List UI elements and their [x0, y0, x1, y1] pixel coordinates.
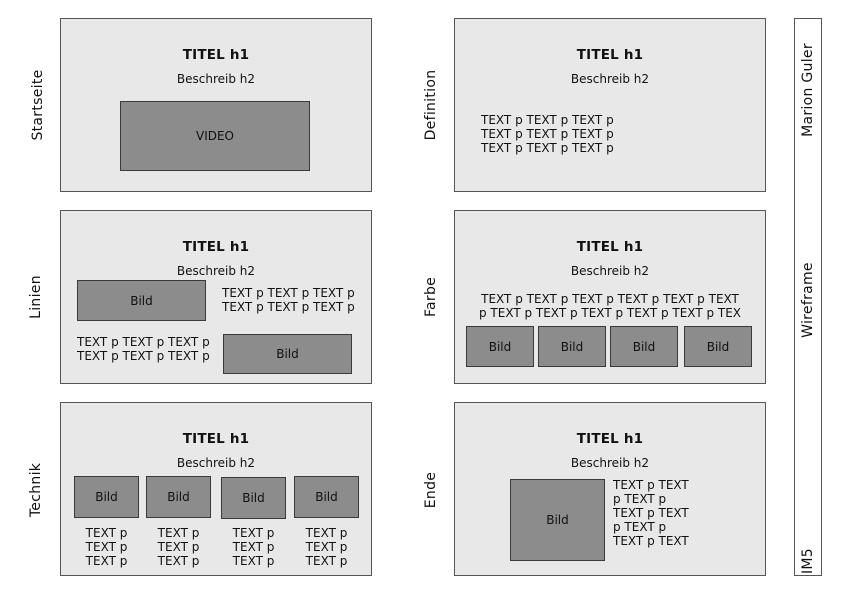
- video-placeholder: VIDEO: [120, 101, 310, 171]
- course-code: IM5: [800, 547, 816, 575]
- image-placeholder: Bild: [510, 479, 605, 561]
- strip-title: Wireframe: [800, 262, 816, 338]
- image-placeholder: Bild: [538, 326, 606, 367]
- panel-subtitle: Beschreib h2: [176, 456, 256, 470]
- panel-ende: TITEL h1 Beschreib h2 Bild TEXT p TEXT p…: [454, 402, 766, 576]
- image-placeholder: Bild: [77, 280, 206, 321]
- image-placeholder: Bild: [221, 477, 286, 519]
- text-line: TEXT p: [85, 526, 128, 540]
- text-line: TEXT p TEXT p TEXT p: [222, 300, 355, 314]
- panel-title: TITEL h1: [576, 47, 644, 63]
- text-block: TEXT p TEXT p TEXT p TEXT p TEXT p TEXT …: [481, 113, 614, 155]
- text-line: TEXT p: [232, 526, 275, 540]
- panel-subtitle: Beschreib h2: [570, 72, 650, 86]
- text-line: TEXT p TEXT: [613, 506, 689, 520]
- text-block-right: TEXT p TEXT p TEXT p TEXT p TEXT p TEXT …: [222, 286, 355, 314]
- text-line: TEXT p TEXT p TEXT p: [481, 113, 614, 127]
- side-label-technik: Technik: [28, 462, 44, 518]
- image-placeholder: Bild: [74, 476, 139, 518]
- panel-definition: TITEL h1 Beschreib h2 TEXT p TEXT p TEXT…: [454, 18, 766, 192]
- text-block: TEXT p TEXT p TEXT p TEXT p TEXT p TEXT …: [613, 478, 689, 548]
- panel-linien: TITEL h1 Beschreib h2 Bild TEXT p TEXT p…: [60, 210, 372, 384]
- text-line: TEXT p TEXT p TEXT p: [77, 349, 210, 363]
- text-line: TEXT p: [85, 554, 128, 568]
- text-line: TEXT p: [305, 526, 348, 540]
- text-block-left: TEXT p TEXT p TEXT p TEXT p TEXT p TEXT …: [77, 335, 210, 363]
- text-line: TEXT p: [157, 554, 200, 568]
- text-line: TEXT p: [232, 554, 275, 568]
- caption-block: TEXT p TEXT p TEXT p: [221, 526, 286, 568]
- panel-subtitle: Beschreib h2: [176, 72, 256, 86]
- caption-block: TEXT p TEXT p TEXT p: [146, 526, 211, 568]
- panel-startseite: TITEL h1 Beschreib h2 VIDEO: [60, 18, 372, 192]
- text-line: p TEXT p: [613, 520, 667, 534]
- info-strip: Marion Guler Wireframe IM5: [794, 18, 822, 576]
- text-line: TEXT p TEXT: [613, 478, 689, 492]
- panel-subtitle: Beschreib h2: [570, 456, 650, 470]
- side-label-linien: Linien: [28, 275, 44, 319]
- text-line: TEXT p TEXT p TEXT p: [481, 141, 614, 155]
- author-name: Marion Guler: [800, 43, 816, 137]
- side-label-farbe: Farbe: [423, 276, 439, 318]
- side-label-definition: Definition: [423, 69, 439, 141]
- panel-title: TITEL h1: [182, 47, 250, 63]
- text-line: TEXT p: [232, 540, 275, 554]
- panel-subtitle: Beschreib h2: [176, 264, 256, 278]
- caption-block: TEXT p TEXT p TEXT p: [74, 526, 139, 568]
- panel-subtitle: Beschreib h2: [570, 264, 650, 278]
- panel-title: TITEL h1: [182, 239, 250, 255]
- panel-title: TITEL h1: [182, 431, 250, 447]
- text-line: p TEXT p: [613, 492, 667, 506]
- panel-technik: TITEL h1 Beschreib h2 Bild Bild Bild Bil…: [60, 402, 372, 576]
- side-label-startseite: Startseite: [30, 69, 46, 141]
- text-line: TEXT p: [157, 540, 200, 554]
- image-placeholder: Bild: [223, 334, 352, 374]
- text-line: TEXT p TEXT p TEXT p: [222, 286, 355, 300]
- image-placeholder: Bild: [684, 326, 752, 367]
- image-placeholder: Bild: [466, 326, 534, 367]
- text-line: p TEXT p TEXT p TEXT p TEXT p TEXT p TEX: [478, 306, 742, 320]
- text-line: TEXT p: [305, 540, 348, 554]
- side-label-ende: Ende: [423, 471, 439, 509]
- image-placeholder: Bild: [146, 476, 211, 518]
- panel-title: TITEL h1: [576, 431, 644, 447]
- text-line: TEXT p TEXT p TEXT p: [481, 127, 614, 141]
- text-block: TEXT p TEXT p TEXT p TEXT p TEXT p TEXT …: [455, 292, 765, 320]
- image-placeholder: Bild: [294, 476, 359, 518]
- text-line: TEXT p TEXT: [613, 534, 689, 548]
- panel-farbe: TITEL h1 Beschreib h2 TEXT p TEXT p TEXT…: [454, 210, 766, 384]
- caption-block: TEXT p TEXT p TEXT p: [294, 526, 359, 568]
- text-line: TEXT p: [85, 540, 128, 554]
- text-line: TEXT p: [305, 554, 348, 568]
- text-line: TEXT p TEXT p TEXT p TEXT p TEXT p TEXT: [481, 292, 739, 306]
- text-line: TEXT p: [157, 526, 200, 540]
- image-placeholder: Bild: [610, 326, 678, 367]
- panel-title: TITEL h1: [576, 239, 644, 255]
- text-line: TEXT p TEXT p TEXT p: [77, 335, 210, 349]
